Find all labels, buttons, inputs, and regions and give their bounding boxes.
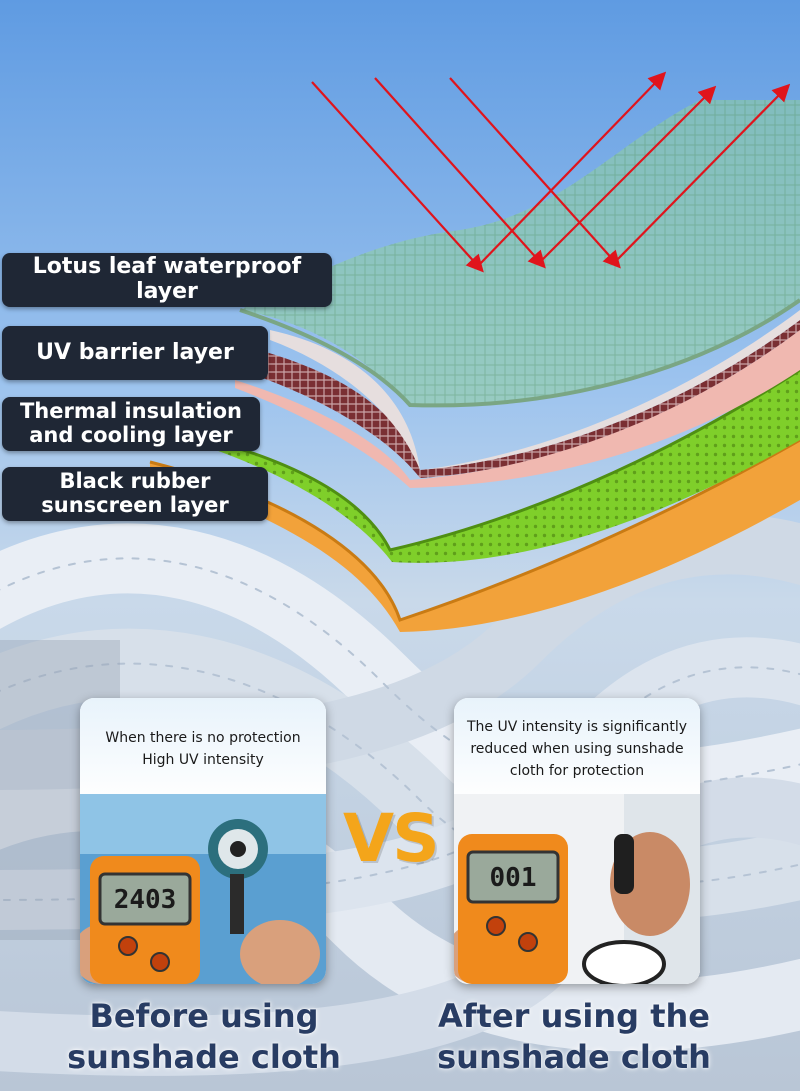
thermal-layer (210, 370, 800, 563)
waterproof-layer (240, 100, 800, 406)
label-rubber-line1: Black rubber (59, 469, 211, 494)
label-uv-barrier-layer: UV barrier layer (2, 326, 268, 380)
after-photo: 001 (454, 794, 700, 984)
before-caption-line2: High UV intensity (142, 752, 264, 768)
after-title-line1: After using the (437, 997, 710, 1035)
after-caption-line3: cloth for protection (509, 762, 645, 779)
uv-reflection-arrows (311, 71, 791, 273)
vs-label: VS (343, 800, 440, 877)
label-thermal-line1: Thermal insulation (19, 399, 243, 424)
before-photo: 2403 (80, 794, 326, 984)
before-title-line2: sunshade cloth (67, 1037, 341, 1076)
after-meter-reading: 001 (490, 863, 537, 893)
label-rubber-line2: sunscreen layer (41, 493, 229, 517)
after-card: The UV intensity is significantly reduce… (454, 698, 700, 984)
after-caption-line1: The UV intensity is significantly (466, 719, 687, 736)
label-rubber-layer: Black rubber sunscreen layer (2, 467, 268, 521)
label-waterproof-text: Lotus leaf waterproof layer (32, 254, 302, 304)
before-caption: When there is no protection High UV inte… (80, 698, 326, 802)
label-uv-barrier-text: UV barrier layer (36, 339, 234, 365)
label-waterproof-layer: Lotus leaf waterproof layer (2, 253, 332, 307)
before-title-line1: Before using (89, 997, 319, 1035)
before-caption-line1: When there is no protection (105, 730, 301, 747)
before-title: Before using sunshade cloth (34, 996, 374, 1077)
before-meter-reading: 2403 (114, 885, 177, 915)
before-card: When there is no protection High UV inte… (80, 698, 326, 984)
uv-barrier-layer (240, 320, 800, 478)
after-title-line2: sunshade cloth (437, 1037, 711, 1076)
label-thermal-layer: Thermal insulation and cooling layer (2, 397, 260, 451)
label-thermal-line2: and cooling layer (29, 423, 233, 447)
after-caption-line2: reduced when using sunshade (470, 741, 684, 758)
after-title: After using the sunshade cloth (404, 996, 744, 1077)
after-caption: The UV intensity is significantly reduce… (454, 698, 700, 802)
